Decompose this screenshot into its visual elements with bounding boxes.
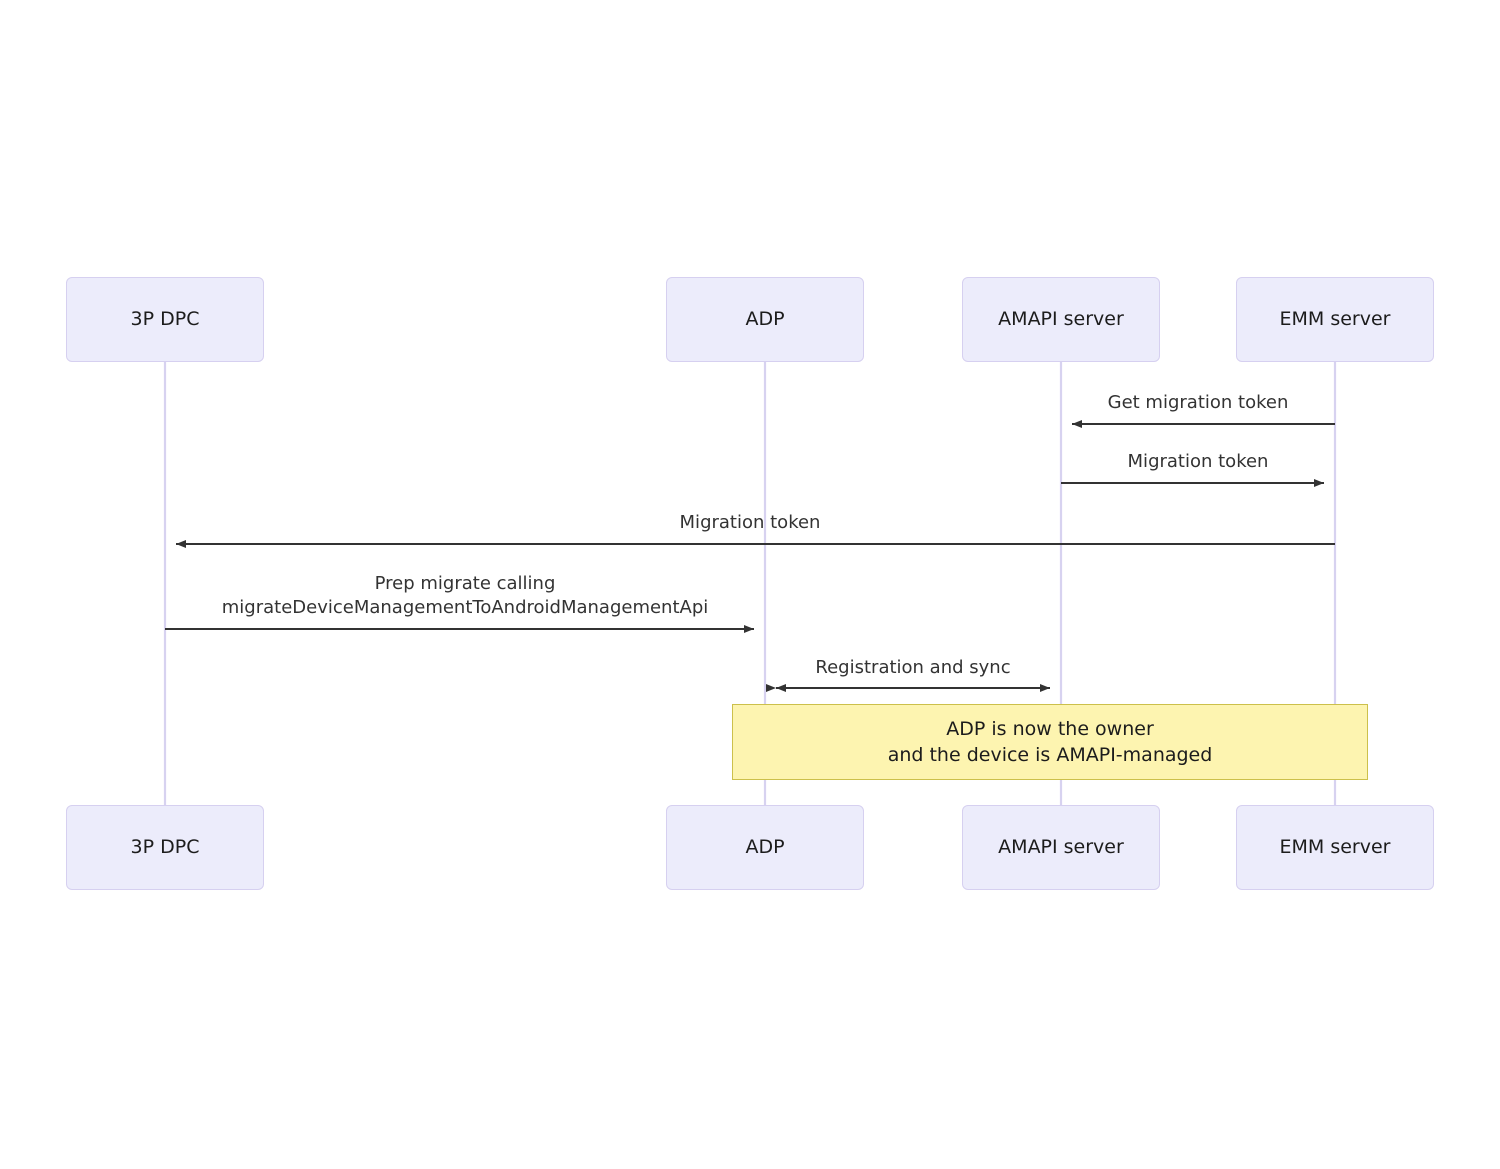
msg-prep-migrate-label-line1: Prep migrate calling — [374, 573, 556, 594]
note-line-2: and the device is AMAPI-managed — [887, 744, 1213, 766]
msg-registration-sync-label: Registration and sync — [815, 656, 1010, 680]
msg-migration-token-emm-label-line1: Migration token — [1127, 451, 1269, 472]
participant-label-amapi-top: AMAPI server — [998, 308, 1124, 331]
msg-get-migration-token-label-line1: Get migration token — [1107, 392, 1289, 413]
note-adp-owner: ADP is now the owner and the device is A… — [732, 704, 1368, 780]
message-arrows-group — [165, 420, 1335, 692]
msg-registration-sync-label-line1: Registration and sync — [815, 657, 1011, 678]
participant-label-adp-top: ADP — [745, 308, 785, 331]
participant-label-adp-bottom: ADP — [745, 836, 785, 859]
participant-dpc-top[interactable]: 3P DPC — [66, 277, 264, 362]
msg-prep-migrate-label: Prep migrate calling migrateDeviceManagem… — [222, 572, 709, 621]
note-line-1: ADP is now the owner — [946, 717, 1154, 740]
participant-dpc-bottom[interactable]: 3P DPC — [66, 805, 264, 890]
participant-amapi-top[interactable]: AMAPI server — [962, 277, 1160, 362]
msg-migration-token-dpc-label: Migration token — [680, 511, 821, 535]
participant-label-emm-top: EMM server — [1279, 308, 1391, 331]
participant-emm-top[interactable]: EMM server — [1236, 277, 1434, 362]
participant-label-dpc-bottom: 3P DPC — [130, 836, 200, 859]
participant-amapi-bottom[interactable]: AMAPI server — [962, 805, 1160, 890]
participant-adp-bottom[interactable]: ADP — [666, 805, 864, 890]
msg-migration-token-dpc-label-line1: Migration token — [679, 512, 821, 533]
msg-prep-migrate-label-line2: migrateDeviceManagementToAndroidManageme… — [221, 597, 709, 619]
participant-label-emm-bottom: EMM server — [1279, 836, 1391, 859]
participant-label-amapi-bottom: AMAPI server — [998, 836, 1124, 859]
msg-migration-token-emm-label: Migration token — [1128, 450, 1269, 474]
msg-get-migration-token-label: Get migration token — [1108, 391, 1289, 415]
participant-adp-top[interactable]: ADP — [666, 277, 864, 362]
participant-emm-bottom[interactable]: EMM server — [1236, 805, 1434, 890]
participant-label-dpc-top: 3P DPC — [130, 308, 200, 331]
